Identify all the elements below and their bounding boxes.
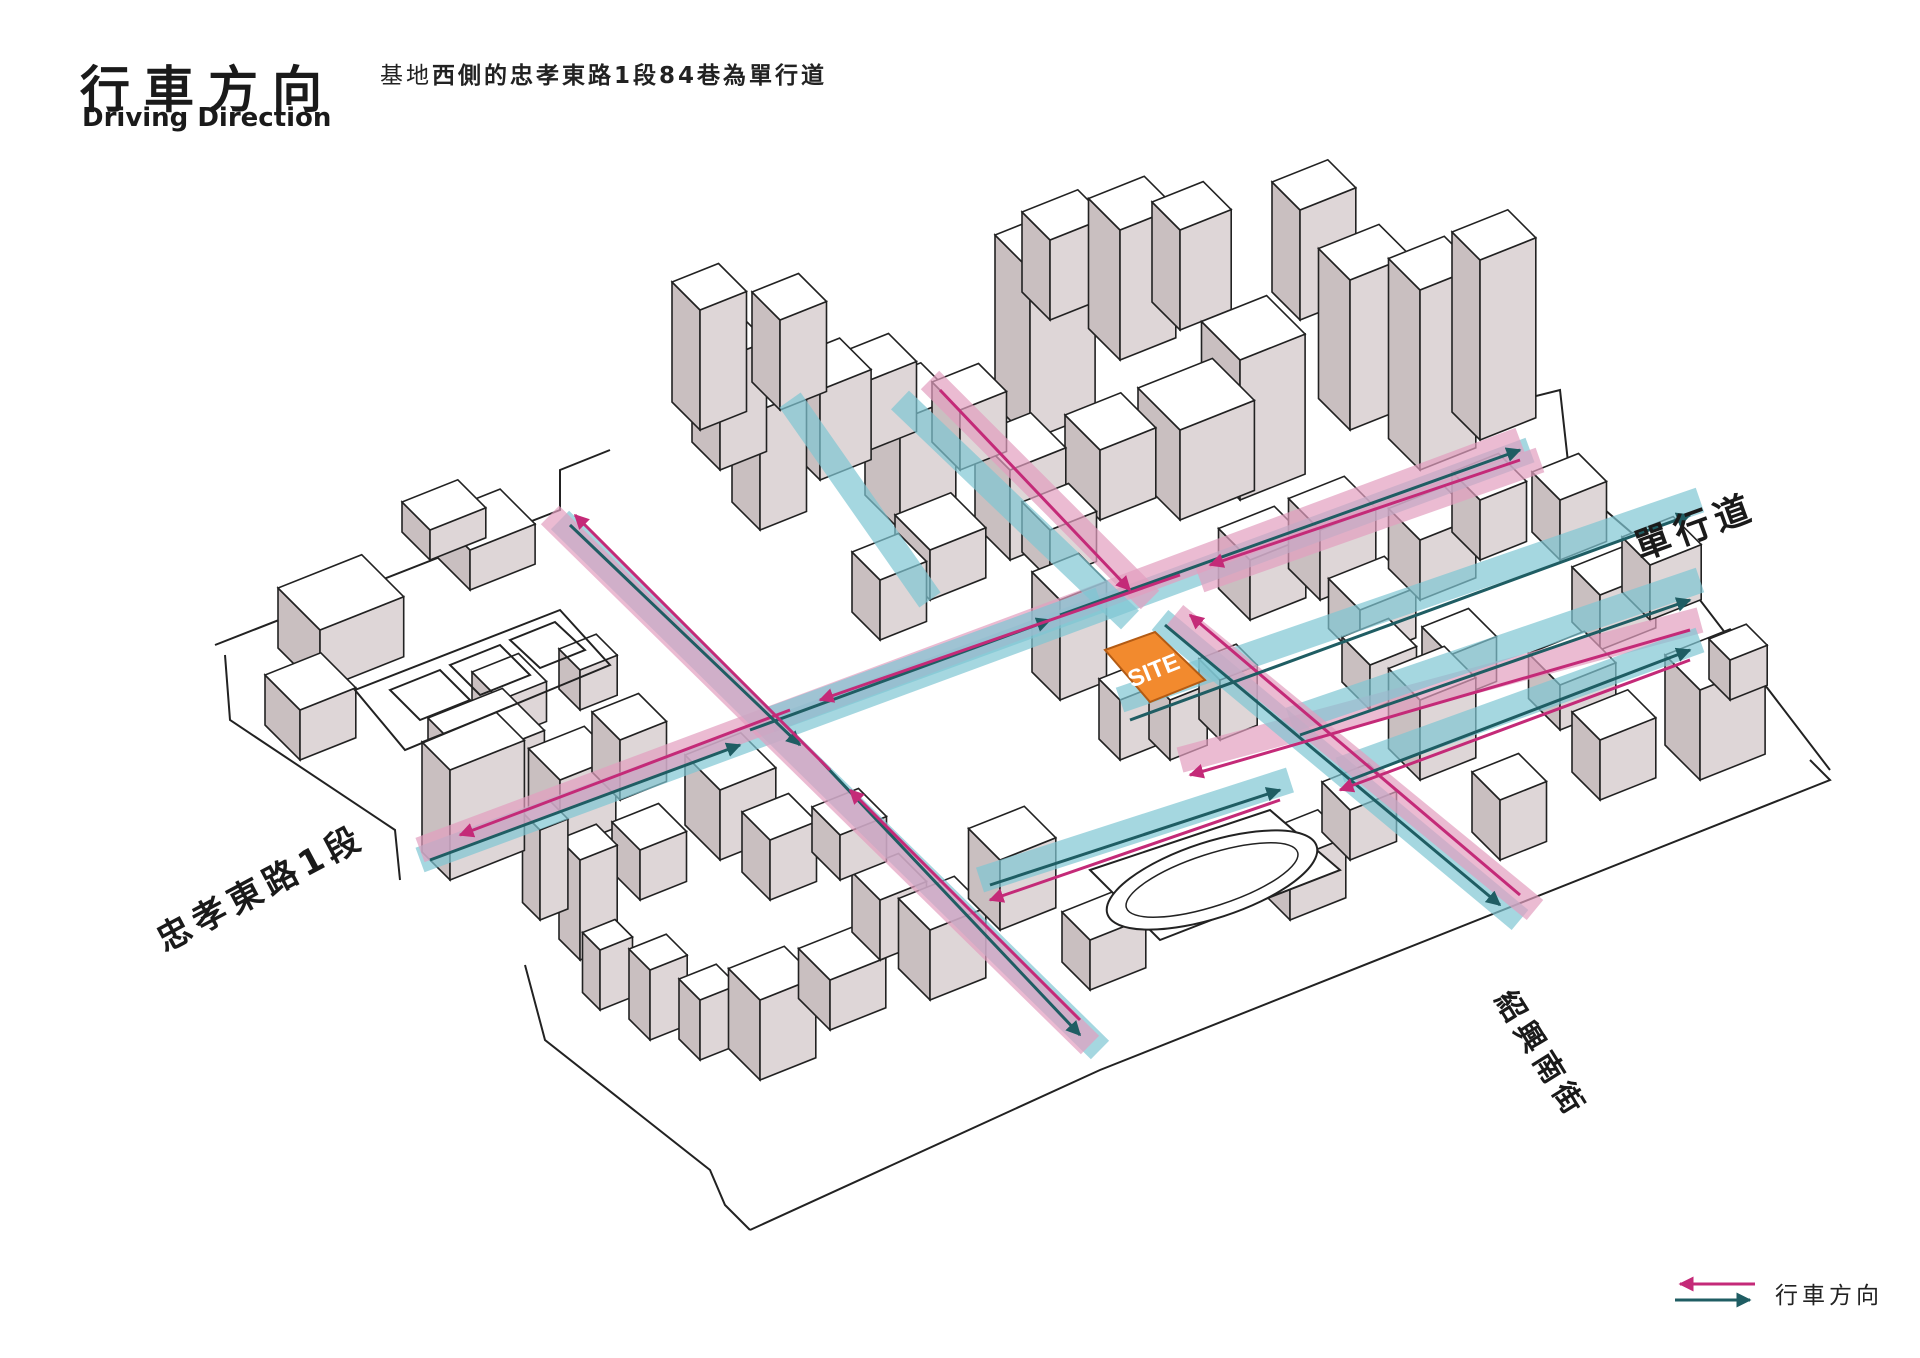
direction-arrow bbox=[1299, 597, 1692, 737]
direction-arrow bbox=[1164, 623, 1502, 907]
building bbox=[263, 651, 358, 762]
direction-arrow bbox=[848, 788, 1082, 1022]
direction-arrow bbox=[818, 758, 1082, 1037]
legend: 行車方向 bbox=[1670, 1272, 1900, 1312]
direction-arrow bbox=[938, 388, 1132, 592]
direction-arrow bbox=[1338, 658, 1691, 793]
direction-arrow bbox=[568, 523, 802, 747]
page-subtitle: 基地西側的忠孝東路1段84巷為單行道 bbox=[380, 56, 827, 90]
subtitle-prefix: 基地 bbox=[380, 63, 432, 89]
direction-arrow bbox=[1349, 647, 1692, 782]
building bbox=[1470, 752, 1548, 862]
building bbox=[610, 802, 688, 902]
site-block: SITE bbox=[1103, 630, 1207, 704]
building bbox=[750, 272, 828, 412]
direction-arrow bbox=[573, 513, 832, 772]
building bbox=[670, 262, 748, 432]
building bbox=[1150, 180, 1233, 332]
building bbox=[1136, 357, 1256, 522]
building bbox=[727, 945, 818, 1082]
page-title: 行車方向 bbox=[80, 61, 336, 119]
road-network bbox=[415, 370, 1705, 1060]
subtitle-main: 西側的忠孝東路1段84巷為單行道 bbox=[432, 63, 828, 89]
direction-arrow bbox=[1129, 512, 1692, 722]
legend-arrows-icon bbox=[1675, 1276, 1755, 1308]
road-band bbox=[1166, 604, 1544, 921]
road-band bbox=[1285, 567, 1705, 733]
road-band bbox=[976, 767, 1294, 893]
building bbox=[627, 933, 689, 1042]
road-band bbox=[779, 392, 941, 608]
building bbox=[1450, 208, 1538, 442]
direction-arrow bbox=[1188, 613, 1521, 897]
page-title-english: Driving Direction bbox=[82, 103, 332, 133]
road-band bbox=[1195, 447, 1545, 593]
direction-arrow bbox=[989, 787, 1282, 887]
building bbox=[581, 918, 634, 1012]
road-band bbox=[891, 390, 1139, 630]
road-band bbox=[1335, 627, 1705, 783]
road-band bbox=[540, 505, 1100, 1055]
direction-arrow bbox=[988, 798, 1281, 903]
road-band bbox=[1176, 607, 1704, 773]
direction-arrow bbox=[818, 573, 1181, 703]
building bbox=[400, 478, 488, 562]
legend-label: 行車方向 bbox=[1775, 1283, 1883, 1309]
direction-arrow bbox=[1208, 458, 1521, 568]
direction-arrow bbox=[1188, 628, 1691, 779]
direction-arrow bbox=[429, 742, 742, 862]
building bbox=[1570, 688, 1658, 802]
courtyard bbox=[353, 608, 612, 752]
running-track bbox=[1088, 808, 1342, 942]
building bbox=[557, 633, 619, 712]
building bbox=[1707, 623, 1769, 702]
building bbox=[740, 792, 818, 902]
direction-arrow bbox=[458, 708, 791, 838]
direction-arrow bbox=[1059, 447, 1522, 617]
